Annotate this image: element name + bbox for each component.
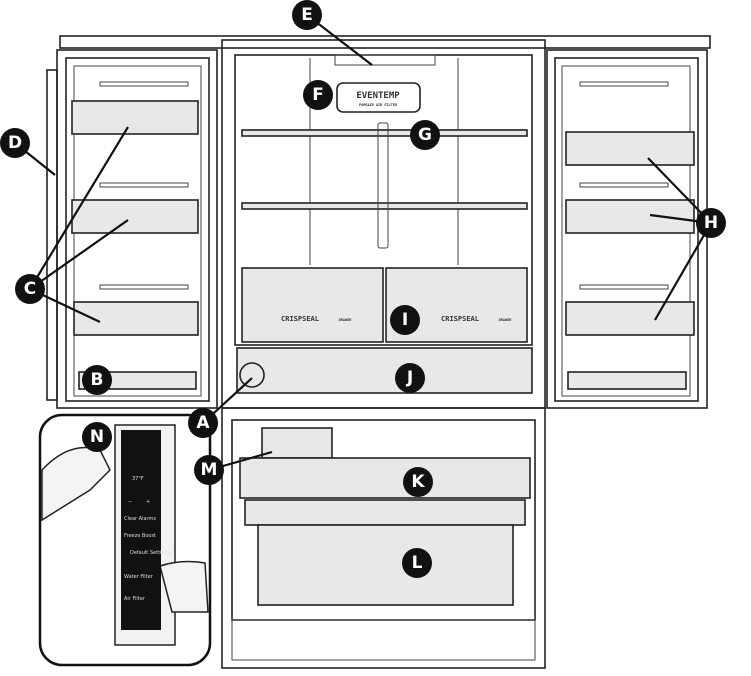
svg-text:J: J: [406, 368, 413, 388]
door-bin: [71, 199, 199, 234]
label-K: K: [403, 467, 433, 497]
label-F: F: [303, 80, 333, 110]
door-bin: [565, 199, 695, 234]
svg-text:D: D: [8, 133, 22, 153]
control-panel-inset: 37°F − + Clear Alarms Freeze Boost Defau…: [38, 413, 212, 667]
hand-left: [41, 446, 111, 522]
door-bin: [565, 301, 695, 336]
svg-text:M: M: [201, 460, 218, 480]
air-filter-badge: [336, 82, 421, 113]
drawer-brand: CRISPSEAL: [281, 315, 319, 323]
filter-brand: EVENTEMP: [356, 91, 400, 101]
drawer-suffix: DRAWER: [339, 318, 353, 322]
label-N: N: [82, 422, 112, 452]
water-dispenser-knob: [239, 362, 265, 388]
door-bin: [565, 131, 695, 166]
svg-text:N: N: [90, 427, 104, 447]
drawer-brand: CRISPSEAL: [441, 315, 479, 323]
glass-shelf: [241, 202, 528, 210]
label-B: B: [82, 365, 112, 395]
left-door: [46, 49, 218, 409]
door-bin: [71, 100, 199, 135]
filter-subtitle: PUREAIR AIR FILTER: [359, 103, 398, 107]
svg-text:G: G: [418, 125, 432, 145]
label-E: E: [292, 0, 322, 30]
crisper-drawer-left: [241, 267, 384, 343]
freeze-boost-button[interactable]: Freeze Boost: [124, 533, 156, 539]
right-door: [546, 49, 708, 409]
temp-down-button[interactable]: −: [128, 499, 132, 505]
freezer-compartment: [221, 407, 546, 669]
svg-text:E: E: [301, 5, 313, 25]
dairy-bin: [567, 371, 687, 390]
freezer-rail: [244, 499, 526, 526]
label-C: C: [15, 274, 45, 304]
label-G: G: [410, 120, 440, 150]
label-I: I: [390, 305, 420, 335]
cabinet-top: [59, 35, 711, 49]
svg-text:B: B: [91, 370, 104, 390]
svg-text:L: L: [412, 553, 423, 573]
svg-text:A: A: [196, 413, 210, 433]
fresh-food-compartment: EVENTEMP PUREAIR AIR FILTER CRISPSEAL DR…: [221, 39, 546, 409]
default-settings-button[interactable]: Default Settings: [130, 550, 171, 556]
upper-freezer-drawer: [239, 457, 531, 499]
drawer-suffix: DRAWER: [499, 318, 513, 322]
control-panel: [121, 430, 161, 630]
svg-text:F: F: [312, 85, 324, 105]
water-filter-status: Water Filter: [124, 574, 154, 580]
full-width-drawer: [236, 347, 533, 394]
glass-shelf: [241, 129, 528, 137]
svg-text:H: H: [704, 213, 718, 233]
lower-freezer-basket: [257, 524, 514, 606]
label-M: M: [194, 455, 224, 485]
label-L: L: [402, 548, 432, 578]
temperature-display: 37°F: [132, 476, 144, 482]
hand-right: [159, 560, 209, 613]
clear-alarms-button[interactable]: Clear Alarms: [124, 516, 156, 522]
label-A: A: [188, 408, 218, 438]
air-filter-status: Air Filter: [124, 596, 146, 602]
svg-text:C: C: [24, 279, 36, 299]
temp-up-button[interactable]: +: [146, 499, 150, 505]
ice-maker: [261, 427, 333, 459]
label-H: H: [696, 208, 726, 238]
label-D: D: [0, 128, 30, 158]
svg-text:K: K: [411, 472, 425, 492]
svg-text:I: I: [402, 310, 408, 330]
label-J: J: [395, 363, 425, 393]
